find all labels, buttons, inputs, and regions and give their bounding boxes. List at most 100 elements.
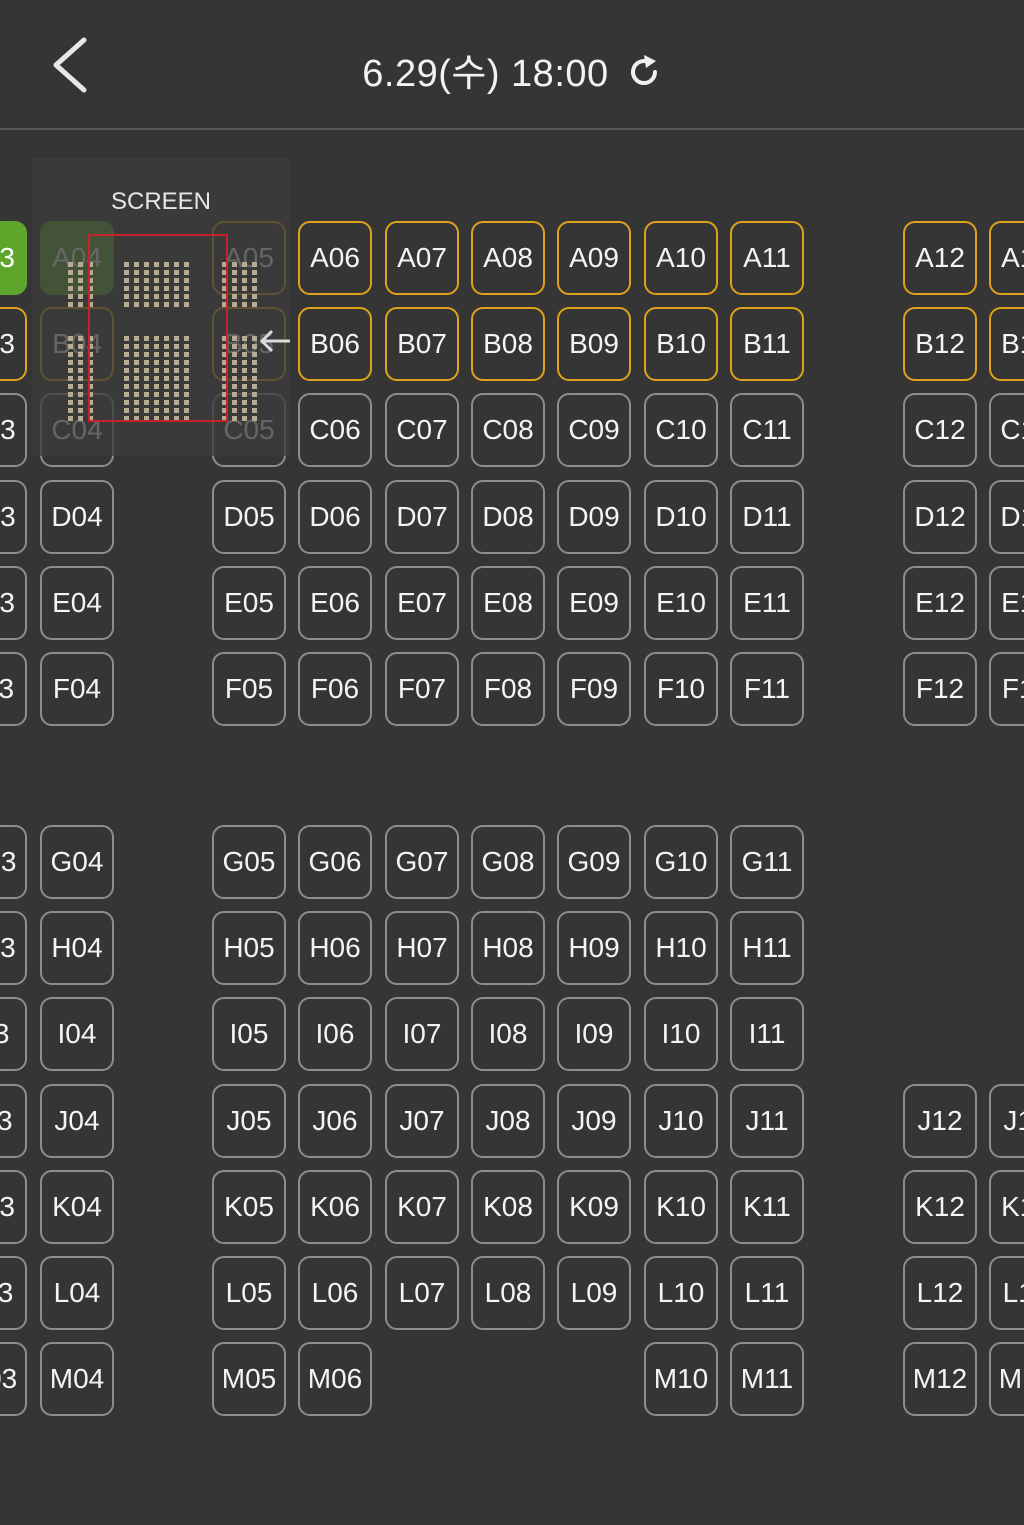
seat-m05[interactable]: M05 [212, 1342, 286, 1416]
seat-c05[interactable]: C05 [212, 393, 286, 467]
seat-l13[interactable]: L13 [989, 1256, 1024, 1330]
seat-c10[interactable]: C10 [644, 393, 718, 467]
seat-e08[interactable]: E08 [471, 566, 545, 640]
seat-k05[interactable]: K05 [212, 1170, 286, 1244]
seat-j03[interactable]: J03 [0, 1084, 27, 1158]
seat-m12[interactable]: M12 [903, 1342, 977, 1416]
seat-g10[interactable]: G10 [644, 825, 718, 899]
seat-h11[interactable]: H11 [730, 911, 804, 985]
seat-i09[interactable]: I09 [557, 997, 631, 1071]
refresh-icon[interactable] [626, 54, 662, 90]
seat-a03[interactable]: A03 [0, 221, 27, 295]
seat-l09[interactable]: L09 [557, 1256, 631, 1330]
seat-map[interactable]: A03A04A05A06A07A08A09A10A11A12A13B03B04B… [0, 131, 1024, 1525]
seat-k04[interactable]: K04 [40, 1170, 114, 1244]
seat-l03[interactable]: L03 [0, 1256, 27, 1330]
seat-d11[interactable]: D11 [730, 480, 804, 554]
seat-g07[interactable]: G07 [385, 825, 459, 899]
seat-l11[interactable]: L11 [730, 1256, 804, 1330]
seat-d13[interactable]: D13 [989, 480, 1024, 554]
seat-c09[interactable]: C09 [557, 393, 631, 467]
seat-l05[interactable]: L05 [212, 1256, 286, 1330]
seat-h09[interactable]: H09 [557, 911, 631, 985]
seat-a08[interactable]: A08 [471, 221, 545, 295]
seat-l06[interactable]: L06 [298, 1256, 372, 1330]
seat-k06[interactable]: K06 [298, 1170, 372, 1244]
seat-b11[interactable]: B11 [730, 307, 804, 381]
seat-b03[interactable]: B03 [0, 307, 27, 381]
seat-e09[interactable]: E09 [557, 566, 631, 640]
seat-f03[interactable]: F03 [0, 652, 27, 726]
seat-g08[interactable]: G08 [471, 825, 545, 899]
seat-k07[interactable]: K07 [385, 1170, 459, 1244]
seat-f11[interactable]: F11 [730, 652, 804, 726]
seat-b13[interactable]: B13 [989, 307, 1024, 381]
seat-a09[interactable]: A09 [557, 221, 631, 295]
seat-a12[interactable]: A12 [903, 221, 977, 295]
seat-f09[interactable]: F09 [557, 652, 631, 726]
seat-g09[interactable]: G09 [557, 825, 631, 899]
seat-d07[interactable]: D07 [385, 480, 459, 554]
seat-d09[interactable]: D09 [557, 480, 631, 554]
seat-h06[interactable]: H06 [298, 911, 372, 985]
seat-b09[interactable]: B09 [557, 307, 631, 381]
seat-c03[interactable]: C03 [0, 393, 27, 467]
seat-l07[interactable]: L07 [385, 1256, 459, 1330]
seat-i07[interactable]: I07 [385, 997, 459, 1071]
seat-h03[interactable]: H03 [0, 911, 27, 985]
seat-e11[interactable]: E11 [730, 566, 804, 640]
seat-a05[interactable]: A05 [212, 221, 286, 295]
seat-e04[interactable]: E04 [40, 566, 114, 640]
seat-d05[interactable]: D05 [212, 480, 286, 554]
seat-k08[interactable]: K08 [471, 1170, 545, 1244]
chevron-left-icon[interactable] [42, 30, 102, 100]
seat-e13[interactable]: E13 [989, 566, 1024, 640]
seat-a07[interactable]: A07 [385, 221, 459, 295]
seat-k03[interactable]: K03 [0, 1170, 27, 1244]
seat-l04[interactable]: L04 [40, 1256, 114, 1330]
seat-c11[interactable]: C11 [730, 393, 804, 467]
seat-b10[interactable]: B10 [644, 307, 718, 381]
seat-j05[interactable]: J05 [212, 1084, 286, 1158]
seat-l12[interactable]: L12 [903, 1256, 977, 1330]
seat-c06[interactable]: C06 [298, 393, 372, 467]
seat-d06[interactable]: D06 [298, 480, 372, 554]
seat-m04[interactable]: M04 [40, 1342, 114, 1416]
seat-a13[interactable]: A13 [989, 221, 1024, 295]
seat-e07[interactable]: E07 [385, 566, 459, 640]
seat-e05[interactable]: E05 [212, 566, 286, 640]
seat-k13[interactable]: K13 [989, 1170, 1024, 1244]
seat-m13[interactable]: M13 [989, 1342, 1024, 1416]
seat-j10[interactable]: J10 [644, 1084, 718, 1158]
seat-c13[interactable]: C13 [989, 393, 1024, 467]
seat-j12[interactable]: J12 [903, 1084, 977, 1158]
seat-h05[interactable]: H05 [212, 911, 286, 985]
seat-i03[interactable]: I03 [0, 997, 27, 1071]
seat-m10[interactable]: M10 [644, 1342, 718, 1416]
seat-a04[interactable]: A04 [40, 221, 114, 295]
seat-j07[interactable]: J07 [385, 1084, 459, 1158]
seat-d10[interactable]: D10 [644, 480, 718, 554]
seat-g04[interactable]: G04 [40, 825, 114, 899]
seat-m11[interactable]: M11 [730, 1342, 804, 1416]
seat-i04[interactable]: I04 [40, 997, 114, 1071]
seat-j06[interactable]: J06 [298, 1084, 372, 1158]
seat-b06[interactable]: B06 [298, 307, 372, 381]
seat-m03[interactable]: M03 [0, 1342, 27, 1416]
seat-a06[interactable]: A06 [298, 221, 372, 295]
seat-i11[interactable]: I11 [730, 997, 804, 1071]
seat-f07[interactable]: F07 [385, 652, 459, 726]
seat-k10[interactable]: K10 [644, 1170, 718, 1244]
seat-k09[interactable]: K09 [557, 1170, 631, 1244]
seat-a11[interactable]: A11 [730, 221, 804, 295]
seat-b07[interactable]: B07 [385, 307, 459, 381]
seat-e10[interactable]: E10 [644, 566, 718, 640]
seat-d08[interactable]: D08 [471, 480, 545, 554]
seat-f12[interactable]: F12 [903, 652, 977, 726]
seat-i10[interactable]: I10 [644, 997, 718, 1071]
seat-c07[interactable]: C07 [385, 393, 459, 467]
seat-g05[interactable]: G05 [212, 825, 286, 899]
seat-h07[interactable]: H07 [385, 911, 459, 985]
seat-j11[interactable]: J11 [730, 1084, 804, 1158]
seat-i06[interactable]: I06 [298, 997, 372, 1071]
